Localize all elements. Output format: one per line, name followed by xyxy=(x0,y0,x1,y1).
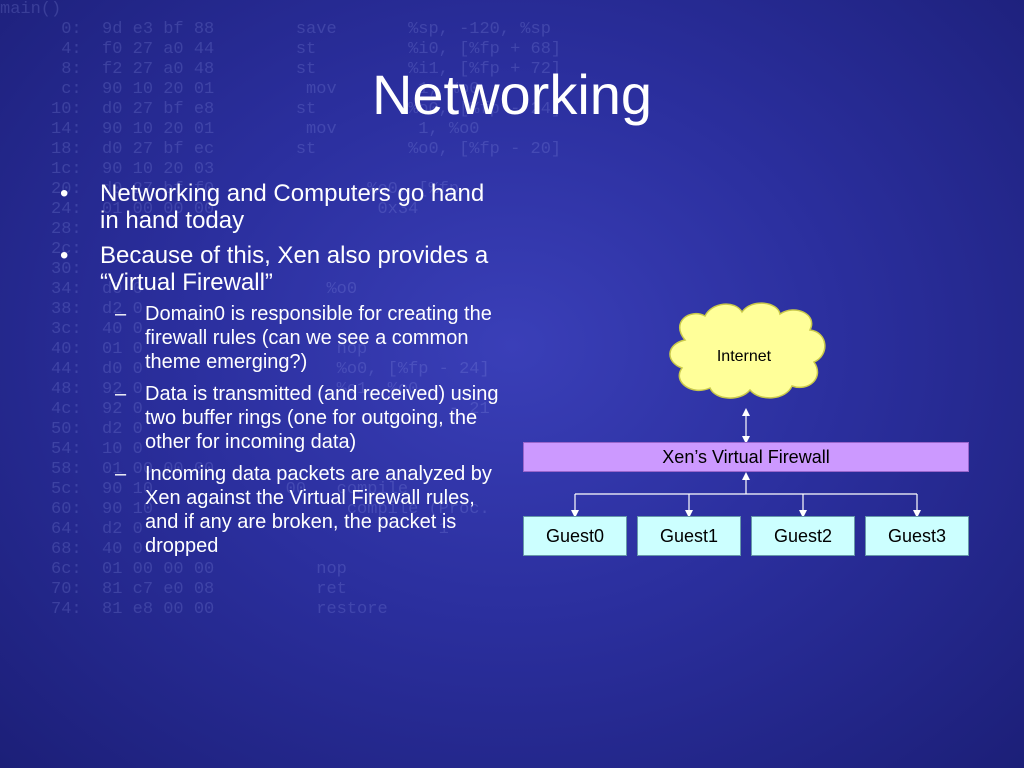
bullet-marker: • xyxy=(60,180,69,207)
bullet-text: Networking and Computers go hand in hand… xyxy=(100,180,485,234)
sub-bullet-marker: – xyxy=(115,303,127,325)
sub-bullet-text: Incoming data packets are analyzed by Xe… xyxy=(145,463,492,557)
sub-bullet-marker: – xyxy=(115,383,127,405)
background-code-line: 4: f0 27 a0 44 st %i0, [%fp + 68] xyxy=(0,40,562,59)
background-code-line: 70: 81 c7 e0 08 ret xyxy=(0,580,347,599)
sub-bullet-list: – Domain0 is responsible for creating th… xyxy=(100,302,500,558)
background-code-line: 1c: 90 10 20 03 xyxy=(0,160,215,179)
background-code-line: 74: 81 e8 00 00 restore xyxy=(0,600,388,619)
internet-label: Internet xyxy=(716,348,772,365)
sub-bullet-item: – Incoming data packets are analyzed by … xyxy=(100,462,500,558)
internet-cloud-shape xyxy=(669,302,826,399)
sub-bullet-item: – Data is transmitted (and received) usi… xyxy=(100,382,500,454)
background-code-line: main() xyxy=(0,0,62,19)
bullet-marker: • xyxy=(60,242,69,269)
sub-bullet-marker: – xyxy=(115,463,127,485)
background-code-line: 18: d0 27 bf ec st %o0, [%fp - 20] xyxy=(0,140,562,159)
background-code-line: 0: 9d e3 bf 88 save %sp, -120, %sp xyxy=(0,20,551,39)
diagram-connectors xyxy=(571,302,921,518)
bullet-item: • Networking and Computers go hand in ha… xyxy=(60,180,500,234)
guest0-box: Guest0 xyxy=(523,516,627,556)
sub-bullet-text: Data is transmitted (and received) using… xyxy=(145,383,499,453)
network-diagram: Internet Xen’s Virtual Firewall Guest0 G… xyxy=(520,300,980,570)
bullet-list: • Networking and Computers go hand in ha… xyxy=(60,180,500,566)
guest2-box: Guest2 xyxy=(751,516,855,556)
bullet-item: • Because of this, Xen also provides a “… xyxy=(60,242,500,558)
slide-title: Networking xyxy=(371,63,653,126)
bullet-text: Because of this, Xen also provides a “Vi… xyxy=(100,242,489,296)
sub-bullet-text: Domain0 is responsible for creating the … xyxy=(145,303,492,373)
guest1-box: Guest1 xyxy=(637,516,741,556)
sub-bullet-item: – Domain0 is responsible for creating th… xyxy=(100,302,500,374)
guest3-box: Guest3 xyxy=(865,516,969,556)
virtual-firewall-box: Xen’s Virtual Firewall xyxy=(523,442,969,472)
